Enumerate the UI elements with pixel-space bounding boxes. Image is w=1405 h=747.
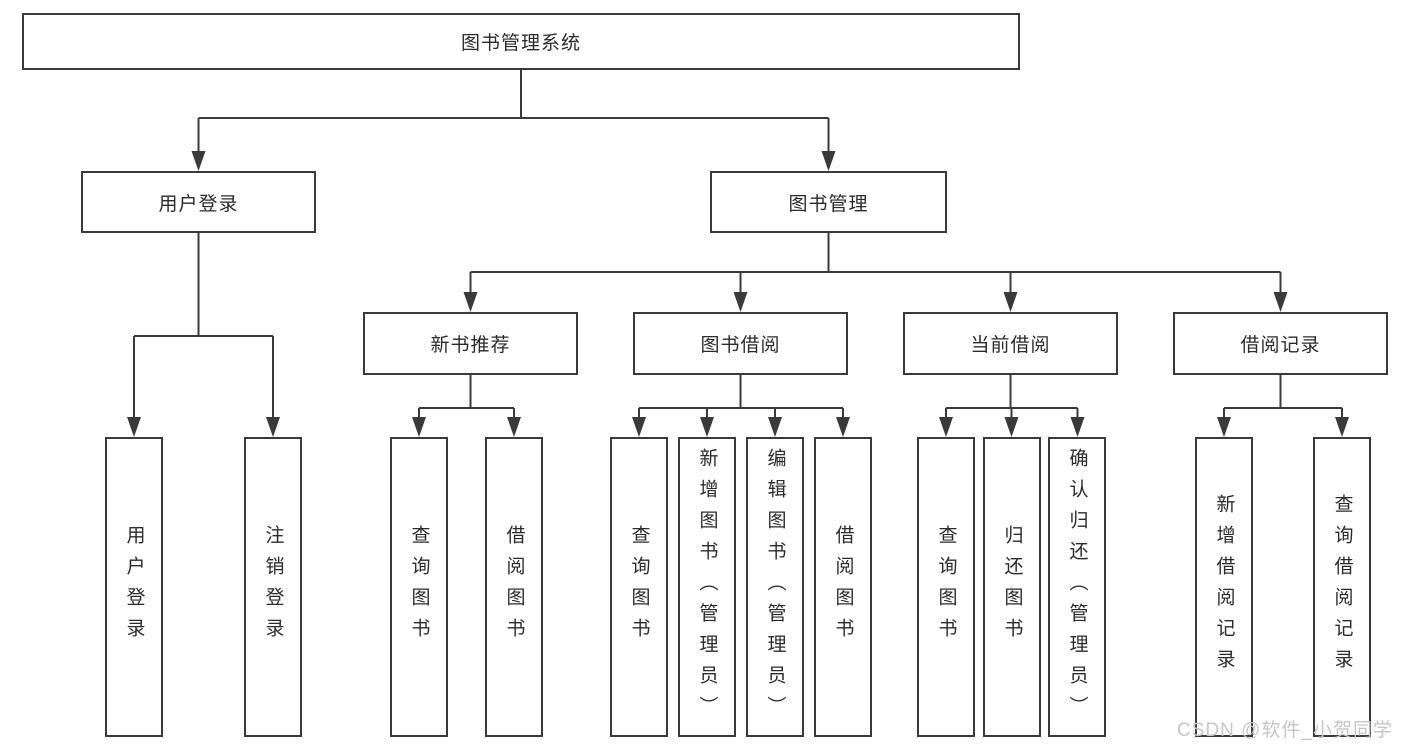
node-borrow-books-label: 借阅图书 xyxy=(832,525,854,649)
node-confirm-return-admin-label: 确认归还（管理员） xyxy=(1066,447,1088,727)
node-edit-book-admin-label: 编辑图书（管理员） xyxy=(764,447,786,727)
node-query-books-recommend: 查询图书 xyxy=(390,437,448,737)
node-add-borrow-record: 新增借阅记录 xyxy=(1195,437,1253,737)
node-borrow-books-recommend: 借阅图书 xyxy=(485,437,543,737)
node-section-book-borrow: 图书借阅 xyxy=(633,312,848,375)
node-query-borrow-record-label: 查询借阅记录 xyxy=(1331,494,1353,680)
node-return-book: 归还图书 xyxy=(983,437,1041,737)
node-borrow-books: 借阅图书 xyxy=(814,437,872,737)
node-logout: 注销登录 xyxy=(244,437,302,737)
watermark: CSDN @软件_小贺同学 xyxy=(1177,720,1393,741)
node-query-books-current: 查询图书 xyxy=(917,437,975,737)
node-edit-book-admin: 编辑图书（管理员） xyxy=(746,437,804,737)
node-logout-label: 注销登录 xyxy=(262,525,284,649)
node-query-books-borrow-label: 查询图书 xyxy=(628,525,650,649)
node-confirm-return-admin: 确认归还（管理员） xyxy=(1048,437,1106,737)
node-user-login-label: 用户登录 xyxy=(123,525,145,649)
node-query-books-borrow: 查询图书 xyxy=(610,437,668,737)
node-add-book-admin-label: 新增图书（管理员） xyxy=(696,447,718,727)
node-user-login: 用户登录 xyxy=(105,437,163,737)
node-borrow-books-recommend-label: 借阅图书 xyxy=(503,525,525,649)
node-section-borrow-records: 借阅记录 xyxy=(1173,312,1388,375)
node-root: 图书管理系统 xyxy=(22,13,1020,70)
node-section-new-book-recommend: 新书推荐 xyxy=(363,312,578,375)
node-user-login-branch: 用户登录 xyxy=(81,171,316,233)
node-section-current-borrow: 当前借阅 xyxy=(903,312,1118,375)
node-add-borrow-record-label: 新增借阅记录 xyxy=(1213,494,1235,680)
node-query-books-current-label: 查询图书 xyxy=(935,525,957,649)
node-add-book-admin: 新增图书（管理员） xyxy=(678,437,736,737)
node-query-books-recommend-label: 查询图书 xyxy=(408,525,430,649)
node-return-book-label: 归还图书 xyxy=(1001,525,1023,649)
node-query-borrow-record: 查询借阅记录 xyxy=(1313,437,1371,737)
node-book-management-branch: 图书管理 xyxy=(710,171,947,233)
